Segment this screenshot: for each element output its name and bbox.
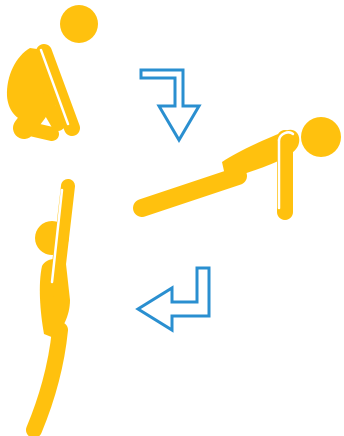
jump-figure-icon	[34, 186, 70, 430]
arrow-left-icon	[138, 268, 209, 330]
plank-figure-icon	[142, 117, 341, 212]
arrow-down-icon	[141, 70, 199, 140]
squat-figure-icon	[7, 5, 98, 134]
